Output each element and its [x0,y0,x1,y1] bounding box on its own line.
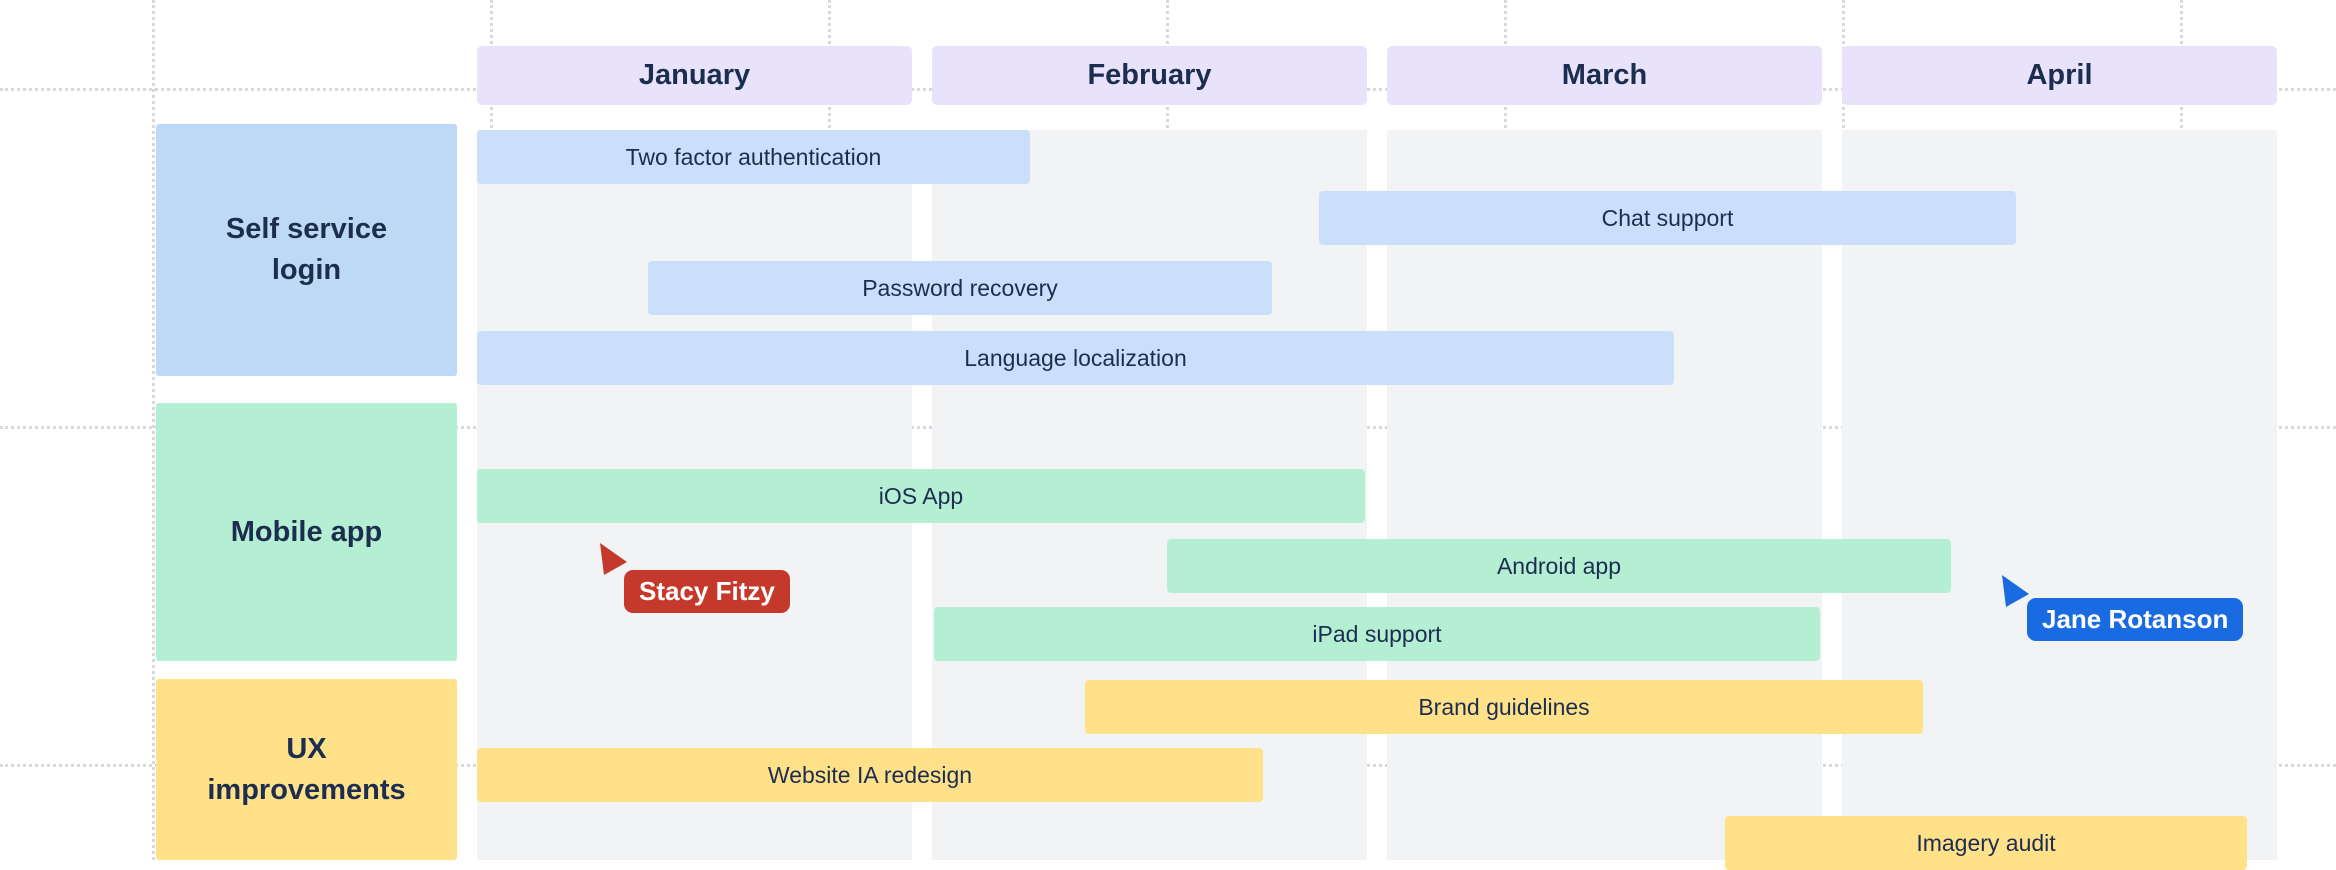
task-bar-password-recovery[interactable]: Password recovery [648,261,1272,315]
cursor-name-badge: Stacy Fitzy [624,570,790,613]
month-header-january[interactable]: January [477,46,912,105]
section-label-ux-improvements[interactable]: UX improvements [156,679,457,860]
cursor-name-badge: Jane Rotanson [2027,598,2244,641]
task-bar-ios-app[interactable]: iOS App [477,469,1365,523]
task-bar-website-ia-redesign[interactable]: Website IA redesign [477,748,1263,802]
month-header-march[interactable]: March [1387,46,1822,105]
cursor-arrow-icon [2002,575,2029,607]
cursor-arrow-icon [600,543,627,575]
task-bar-ipad-support[interactable]: iPad support [934,607,1820,661]
task-bar-imagery-audit[interactable]: Imagery audit [1725,816,2247,870]
section-label-self-service-login[interactable]: Self service login [156,124,457,376]
grid-line-vertical [152,0,155,860]
task-bar-language-localization[interactable]: Language localization [477,331,1674,385]
task-bar-android-app[interactable]: Android app [1167,539,1951,593]
task-bar-brand-guidelines[interactable]: Brand guidelines [1085,680,1923,734]
month-header-april[interactable]: April [1842,46,2277,105]
task-bar-two-factor-authentication[interactable]: Two factor authentication [477,130,1030,184]
column-background-march [1387,130,1822,860]
column-background-april [1842,130,2277,860]
task-bar-chat-support[interactable]: Chat support [1319,191,2016,245]
month-header-february[interactable]: February [932,46,1367,105]
section-label-mobile-app[interactable]: Mobile app [156,403,457,661]
